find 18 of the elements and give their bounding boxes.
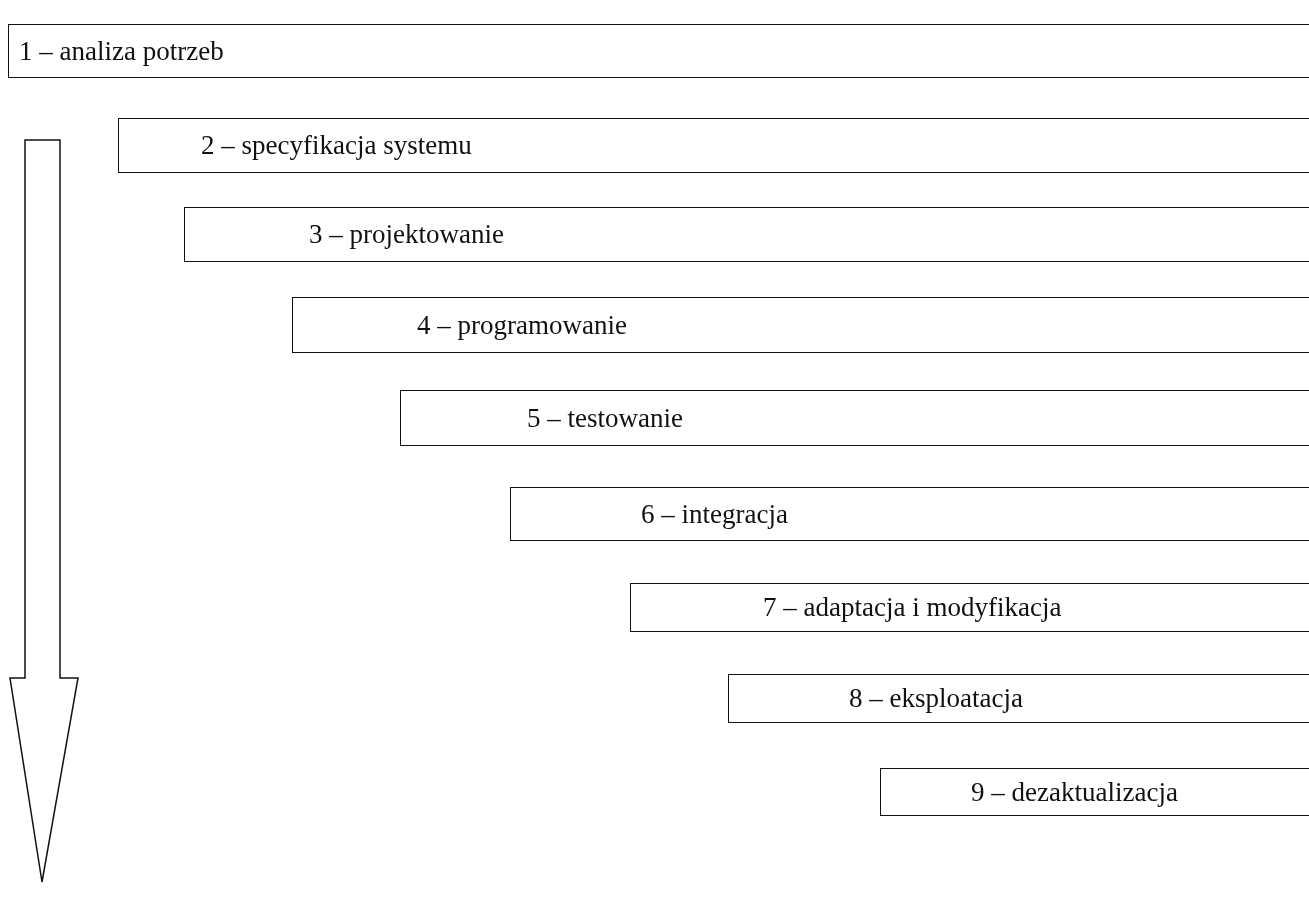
stage-label: 1 – analiza potrzeb (19, 35, 224, 67)
stage-bar (400, 390, 1309, 446)
stage-bar (118, 118, 1309, 173)
stage-bar (292, 297, 1309, 353)
stage-label: 2 – specyfikacja systemu (201, 130, 472, 161)
stage-label: 6 – integracja (641, 498, 788, 530)
stage-label: 3 – projektowanie (309, 219, 504, 250)
stage-bar (8, 24, 1309, 78)
stage-label: 4 – programowanie (417, 309, 627, 341)
stage-label: 8 – eksploatacja (849, 683, 1023, 714)
stage-bar (880, 768, 1309, 816)
stage-label: 5 – testowanie (527, 402, 683, 434)
stage-bar (630, 583, 1309, 632)
stage-bar (510, 487, 1309, 541)
stage-label: 9 – dezaktualizacja (971, 776, 1178, 808)
stage-bar (184, 207, 1309, 262)
stage-bar (728, 674, 1309, 723)
stage-label: 7 – adaptacja i modyfikacja (763, 592, 1062, 623)
